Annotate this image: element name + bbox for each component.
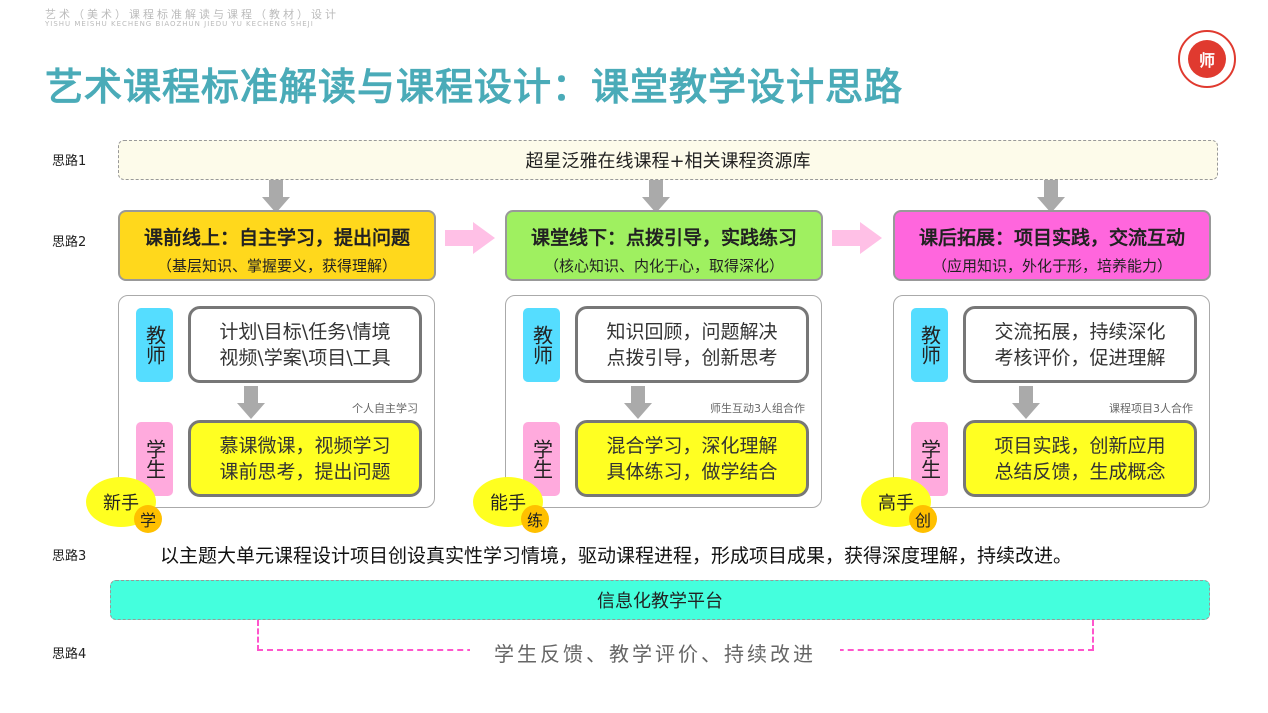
label-idea4: 思路4 — [52, 647, 87, 662]
teacher-tag: 教师 — [523, 308, 560, 382]
header-pinyin: YISHU MEISHU KECHENG BIAOZHUN JIEDU YU K… — [45, 20, 314, 28]
student-line: 项目实践，创新应用 — [994, 434, 1166, 457]
right-arrow-icon — [445, 222, 495, 254]
teacher-line: 视频\学案\项目\工具 — [219, 346, 391, 369]
down-arrow-icon — [262, 180, 290, 214]
student-line: 课前思考，提出问题 — [219, 460, 391, 483]
group-note: 课程项目3人合作 — [1109, 402, 1193, 415]
header-subtitle: 艺术（美术）课程标准解读与课程（教材）设计 — [45, 8, 339, 21]
student-line: 慕课微课，视频学习 — [219, 434, 391, 457]
teacher-line: 知识回顾，问题解决 — [606, 320, 778, 343]
level-badge: 能手 — [473, 477, 543, 527]
level-dot: 学 — [134, 505, 162, 533]
teacher-line: 计划\目标\任务\情境 — [219, 320, 391, 343]
stage-subtitle: （应用知识，外化于形，培养能力） — [931, 257, 1172, 275]
label-idea1: 思路1 — [52, 154, 87, 169]
idea3-text: 以主题大单元课程设计项目创设真实性学习情境，驱动课程进程，形成项目成果，获得深度… — [160, 545, 1073, 567]
teacher-line: 交流拓展，持续深化 — [994, 320, 1166, 343]
student-box: 项目实践，创新应用总结反馈，生成概念 — [963, 420, 1197, 497]
down-arrow-icon — [1037, 180, 1065, 214]
student-box: 混合学习，深化理解具体练习，做学结合 — [575, 420, 809, 497]
student-box: 慕课微课，视频学习课前思考，提出问题 — [188, 420, 422, 497]
stage-header: 课后拓展：项目实践，交流互动 （应用知识，外化于形，培养能力） — [893, 210, 1211, 281]
level-dot: 创 — [909, 505, 937, 533]
level-dot: 练 — [521, 505, 549, 533]
teacher-box: 知识回顾，问题解决点拨引导，创新思考 — [575, 306, 809, 383]
group-note: 个人自主学习 — [352, 402, 418, 415]
stage-title: 课堂线下：点拨引导，实践练习 — [530, 227, 797, 249]
student-line: 总结反馈，生成概念 — [994, 460, 1166, 483]
feedback-text: 学生反馈、教学评价、持续改进 — [470, 638, 840, 667]
right-arrow-icon — [832, 222, 882, 254]
teacher-box: 计划\目标\任务\情境视频\学案\项目\工具 — [188, 306, 422, 383]
page-title: 艺术课程标准解读与课程设计：课堂教学设计思路 — [45, 65, 904, 109]
label-idea3: 思路3 — [52, 549, 87, 564]
down-arrow-icon — [624, 386, 652, 420]
platform-bar: 信息化教学平台 — [110, 580, 1210, 620]
stage-subtitle: （核心知识、内化于心，取得深化） — [543, 257, 784, 275]
student-line: 具体练习，做学结合 — [606, 460, 778, 483]
teacher-tag: 教师 — [136, 308, 173, 382]
stage-title: 课前线上：自主学习，提出问题 — [143, 227, 410, 249]
online-resources-bar: 超星泛雅在线课程+相关课程资源库 — [118, 140, 1218, 180]
teacher-tag: 教师 — [911, 308, 948, 382]
group-note: 师生互动3人组合作 — [710, 402, 805, 415]
teacher-line: 考核评价，促进理解 — [994, 346, 1166, 369]
stage-title: 课后拓展：项目实践，交流互动 — [918, 227, 1185, 249]
down-arrow-icon — [1012, 386, 1040, 420]
teacher-box: 交流拓展，持续深化考核评价，促进理解 — [963, 306, 1197, 383]
university-logo: 师 — [1178, 30, 1236, 88]
teacher-line: 点拨引导，创新思考 — [606, 346, 778, 369]
stage-header: 课前线上：自主学习，提出问题 （基层知识、掌握要义，获得理解） — [118, 210, 436, 281]
down-arrow-icon — [237, 386, 265, 420]
label-idea2: 思路2 — [52, 235, 87, 250]
down-arrow-icon — [642, 180, 670, 214]
stage-subtitle: （基层知识、掌握要义，获得理解） — [156, 257, 397, 275]
stage-header: 课堂线下：点拨引导，实践练习 （核心知识、内化于心，取得深化） — [505, 210, 823, 281]
student-line: 混合学习，深化理解 — [606, 434, 778, 457]
